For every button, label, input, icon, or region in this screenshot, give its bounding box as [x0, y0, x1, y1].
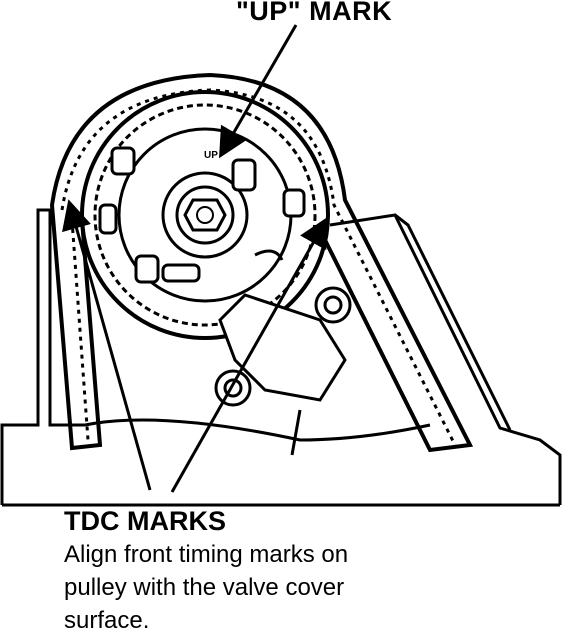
caption-line-3: surface.: [64, 607, 150, 634]
tdc-marks-title: TDC MARKS: [64, 506, 226, 536]
up-mark-on-pulley: UP: [204, 150, 218, 161]
pointer-lines: [62, 24, 328, 493]
up-mark-label: "UP" MARK: [236, 0, 393, 26]
caption-line-2: pulley with the valve cover: [64, 574, 345, 601]
caption-line-1: Align front timing marks on: [64, 541, 349, 568]
belt-tensioner: [214, 286, 352, 456]
camshaft-pulley: [80, 90, 330, 340]
